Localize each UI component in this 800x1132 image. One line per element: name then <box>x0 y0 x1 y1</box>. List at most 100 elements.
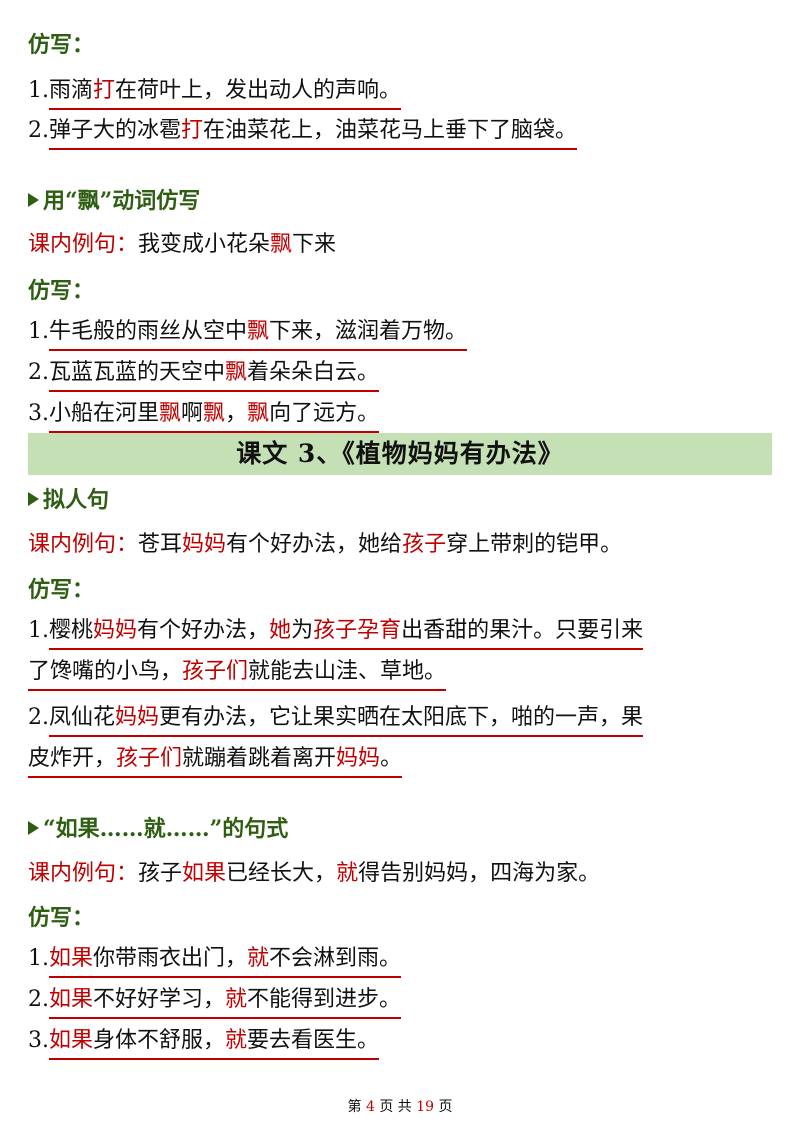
heading-text: 拟人句 <box>43 487 110 513</box>
text: 樱桃 <box>49 618 94 643</box>
example-sentence: 课内例句：苍耳妈妈有个好办法，她给孩子穿上带刺的铠甲。 <box>28 530 622 560</box>
text: 不好好学习， <box>93 987 226 1012</box>
text: 不会淋到雨。 <box>269 946 402 971</box>
arrow-bullet-icon <box>28 821 39 835</box>
section-heading: 拟人句 <box>28 485 109 515</box>
item-number: 1. <box>28 618 49 643</box>
imitation-sentence: 1.牛毛般的雨丝从空中飘下来，滋润着万物。 <box>28 317 468 351</box>
text: 。 <box>380 746 403 771</box>
item-number: 2. <box>28 118 49 143</box>
highlight-word: 就 <box>336 861 359 886</box>
text: ， <box>225 401 248 426</box>
underlined-sentence: 樱桃妈妈有个好办法，她为孩子孕育出香甜的果汁。只要引来 <box>49 616 644 650</box>
highlight-word: 飘 <box>247 401 270 426</box>
text: 不能得到进步。 <box>247 987 402 1012</box>
highlight-word: 飘 <box>247 319 270 344</box>
highlight-word: 飘 <box>270 232 293 257</box>
footer-text: 页 <box>438 1099 453 1115</box>
highlight-word: 妈妈 <box>336 746 381 771</box>
imitation-sentence: 2.如果不好好学习，就不能得到进步。 <box>28 985 402 1019</box>
imitation-label: 仿写： <box>28 32 95 58</box>
text: 弹子大的冰雹 <box>49 118 182 143</box>
highlight-word: 妈妈 <box>93 618 138 643</box>
item-number: 2. <box>28 360 49 385</box>
footer-text: 页 共 <box>379 1099 412 1115</box>
section-heading: “如果……就……”的句式 <box>28 814 288 844</box>
text: 得告别妈妈，四海为家。 <box>358 861 601 886</box>
text: 已经长大， <box>226 861 337 886</box>
text: 要去看医生。 <box>247 1028 380 1053</box>
text: 孩子 <box>138 861 183 886</box>
imitation-sentence: 2.弹子大的冰雹打在油菜花上，油菜花马上垂下了脑袋。 <box>28 116 578 150</box>
example-sentence: 课内例句：孩子如果已经长大，就得告别妈妈，四海为家。 <box>28 859 600 889</box>
item-number: 1. <box>28 946 49 971</box>
highlight-word: 如果 <box>182 861 227 886</box>
highlight-word: 妈妈 <box>182 532 227 557</box>
highlight-word: 孩子们 <box>116 746 183 771</box>
imitation-sentence: 1.樱桃妈妈有个好办法，她为孩子孕育出香甜的果汁。只要引来 <box>28 616 644 650</box>
text: 了馋嘴的小鸟， <box>28 659 183 684</box>
text: 我变成小花朵 <box>138 232 271 257</box>
page-number: 4 <box>365 1099 375 1115</box>
text: 有个好办法，她给 <box>226 532 403 557</box>
text: 下来 <box>292 232 337 257</box>
item-number: 3. <box>28 1028 49 1053</box>
text: 向了远方。 <box>269 401 380 426</box>
text: 在荷叶上，发出动人的声响。 <box>115 78 402 103</box>
imitation-sentence: 3.小船在河里飘啊飘，飘向了远方。 <box>28 399 380 433</box>
text: 在油菜花上，油菜花马上垂下了脑袋。 <box>203 118 578 143</box>
underlined-sentence: 雨滴打在荷叶上，发出动人的声响。 <box>49 76 402 110</box>
text: 就蹦着跳着离开 <box>182 746 337 771</box>
text: 啊 <box>181 401 204 426</box>
item-number: 1. <box>28 319 49 344</box>
underlined-sentence: 小船在河里飘啊飘，飘向了远方。 <box>49 399 380 433</box>
text: 穿上带刺的铠甲。 <box>446 532 623 557</box>
page-footer: 第 4 页 共 19 页 <box>0 1096 800 1116</box>
example-label: 课内例句： <box>28 861 139 886</box>
text: 雨滴 <box>49 78 94 103</box>
total-pages: 19 <box>416 1099 435 1115</box>
text: 牛毛般的雨丝从空中 <box>49 319 248 344</box>
highlight-word: 飘 <box>203 401 226 426</box>
imitation-sentence: 1.雨滴打在荷叶上，发出动人的声响。 <box>28 76 402 110</box>
highlight-word: 飘 <box>225 360 248 385</box>
highlight-word: 孩子们 <box>182 659 249 684</box>
highlight-word: 如果 <box>49 1028 94 1053</box>
example-sentence: 课内例句：我变成小花朵飘下来 <box>28 230 336 260</box>
section-heading: 用“飘”动词仿写 <box>28 186 200 216</box>
heading-text: “如果……就……”的句式 <box>43 816 289 842</box>
highlight-word: 她 <box>269 618 292 643</box>
heading-text: 用“飘”动词仿写 <box>43 188 201 214</box>
highlight-word: 如果 <box>49 987 94 1012</box>
underlined-sentence: 凤仙花妈妈更有办法，它让果实晒在太阳底下，啪的一声，果 <box>49 703 644 737</box>
highlight-word: 就 <box>225 1028 248 1053</box>
underlined-sentence: 了馋嘴的小鸟，孩子们就能去山洼、草地。 <box>28 657 447 691</box>
underlined-sentence: 皮炸开，孩子们就蹦着跳着离开妈妈。 <box>28 744 403 778</box>
example-label: 课内例句： <box>28 532 139 557</box>
example-label: 课内例句： <box>28 232 139 257</box>
imitation-sentence: 2.凤仙花妈妈更有办法，它让果实晒在太阳底下，啪的一声，果 <box>28 703 644 737</box>
text: 小船在河里 <box>49 401 160 426</box>
underlined-sentence: 如果身体不舒服，就要去看医生。 <box>49 1026 380 1060</box>
highlight-word: 孩子孕育 <box>313 618 402 643</box>
arrow-bullet-icon <box>28 492 39 506</box>
item-number: 2. <box>28 987 49 1012</box>
text: 着朵朵白云。 <box>247 360 380 385</box>
imitation-sentence-continued: 了馋嘴的小鸟，孩子们就能去山洼、草地。 <box>28 657 447 691</box>
highlight-word: 飘 <box>159 401 182 426</box>
imitation-label: 仿写： <box>28 905 95 931</box>
highlight-word: 孩子 <box>402 532 447 557</box>
text: 身体不舒服， <box>93 1028 226 1053</box>
highlight-word: 就 <box>225 987 248 1012</box>
text: 有个好办法， <box>137 618 270 643</box>
text: 就能去山洼、草地。 <box>248 659 447 684</box>
text: 瓦蓝瓦蓝的天空中 <box>49 360 226 385</box>
underlined-sentence: 如果你带雨衣出门，就不会淋到雨。 <box>49 944 402 978</box>
arrow-bullet-icon <box>28 193 39 207</box>
text: 皮炸开， <box>28 746 117 771</box>
imitation-sentence: 3.如果身体不舒服，就要去看医生。 <box>28 1026 380 1060</box>
highlight-word: 打 <box>93 78 116 103</box>
item-number: 3. <box>28 401 49 426</box>
highlight-word: 就 <box>247 946 270 971</box>
